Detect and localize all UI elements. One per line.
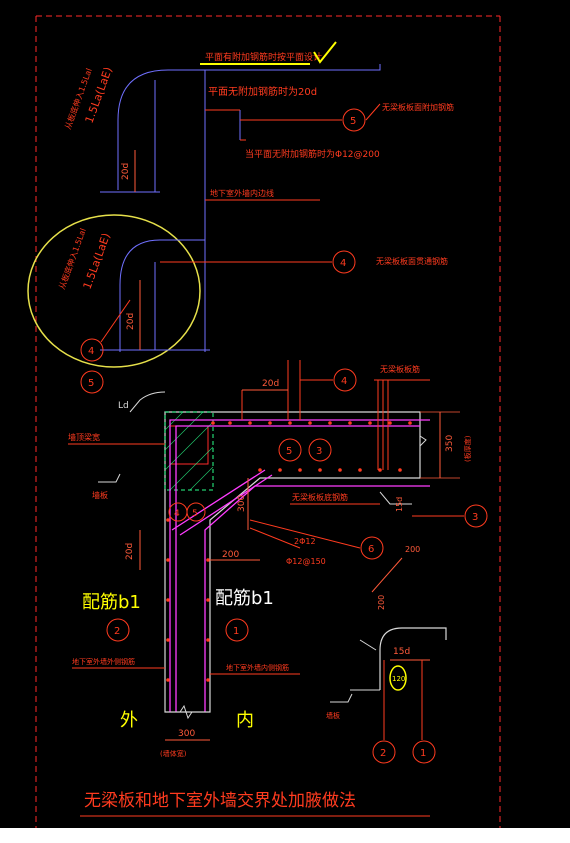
dim-20d-horizontal: 20d bbox=[262, 379, 279, 389]
top-note: 平面有附加钢筋时按平面设计 bbox=[205, 51, 322, 63]
drawing-title: 无梁板和地下室外墙交界处加腋做法 bbox=[84, 791, 356, 811]
callout-2-bottom: 2 bbox=[380, 748, 386, 759]
mark-right: 墙板 bbox=[326, 711, 340, 720]
dim-20d-top: 20d bbox=[121, 163, 131, 180]
ld-label: Ld bbox=[118, 401, 129, 411]
callout-4-left: 4 bbox=[88, 346, 94, 357]
bar-2phi12: 2Φ12 bbox=[294, 537, 316, 546]
dim-200-haunch: 200 bbox=[222, 550, 239, 560]
main-section-detail: 20d 4 无梁板板筋 Ld 墙顶梁宽 5 3 350 (板厚度) 无梁板板底钢… bbox=[68, 360, 488, 758]
callout-5-detail: 5 bbox=[286, 446, 292, 457]
dim-350: 350 bbox=[445, 435, 455, 452]
callout-3-detail: 3 bbox=[316, 446, 322, 457]
callout-4-mid: 4 bbox=[340, 258, 346, 269]
callout-1-bottom: 1 bbox=[420, 748, 426, 759]
callout-4-label: 无梁板板面贯通钢筋 bbox=[376, 256, 448, 266]
callout-6: 6 bbox=[368, 544, 374, 555]
callout-1-mid: 1 bbox=[233, 626, 239, 637]
callout-2-left: 2 bbox=[114, 626, 120, 637]
hook-detail-bottom: 15d 120 墙板 2 1 bbox=[326, 627, 447, 764]
no-add-note: 平面无附加钢筋时为20d bbox=[208, 85, 317, 98]
config-right: 配筋b1 bbox=[215, 588, 274, 609]
wall-top-label: 墙顶梁宽 bbox=[68, 432, 100, 442]
dim-200-lower: 200 bbox=[377, 595, 386, 610]
slab-thickness-note: (板厚度) bbox=[463, 435, 472, 462]
slab-bottom-note: 无梁板板底钢筋 bbox=[292, 492, 348, 502]
callout-5-top: 5 bbox=[350, 116, 356, 127]
bar-phi12-150: Φ12@150 bbox=[286, 557, 326, 566]
callout-4-detail: 4 bbox=[341, 376, 347, 387]
label-inner: 内 bbox=[236, 710, 254, 731]
checkmark-icon bbox=[313, 41, 337, 64]
label-outer: 外 bbox=[120, 710, 138, 731]
callout-3-right: 3 bbox=[472, 512, 478, 523]
wall-top-beam bbox=[164, 411, 214, 491]
config-left: 配筋b1 bbox=[82, 592, 141, 613]
circled-120: 120 bbox=[392, 675, 405, 683]
sheet-border bbox=[35, 15, 501, 828]
wall-inner-note: 地下室外墙内边线 bbox=[210, 188, 274, 198]
dim-15d-bottom: 15d bbox=[393, 647, 410, 657]
callout-5-label: 无梁板板面附加钢筋 bbox=[382, 102, 454, 112]
callout-4-column: 4 bbox=[174, 509, 180, 519]
dim-15d-hook: 15d bbox=[395, 497, 404, 512]
callout-5-column: 5 bbox=[192, 509, 198, 519]
callout-5-left: 5 bbox=[88, 378, 94, 389]
dim-20d-mid: 20d bbox=[126, 313, 136, 330]
dim-200-right: 200 bbox=[405, 545, 420, 554]
dim-300-wall: 300 bbox=[178, 729, 195, 739]
wall-width-note: (墙体宽) bbox=[160, 749, 187, 758]
mark-left: 墙板 bbox=[92, 490, 108, 500]
wall-outer-rebar: 地下室外墙外侧钢筋 bbox=[72, 657, 135, 666]
stirrup-note: 当平面无附加钢筋时为Φ12@200 bbox=[245, 148, 380, 160]
wall-inner-rebar: 地下室外墙内侧钢筋 bbox=[226, 663, 289, 672]
slab-bar-note: 无梁板板筋 bbox=[380, 364, 420, 374]
dim-20d-column: 20d bbox=[125, 543, 135, 560]
dim-300-haunch: 300 bbox=[237, 495, 247, 512]
